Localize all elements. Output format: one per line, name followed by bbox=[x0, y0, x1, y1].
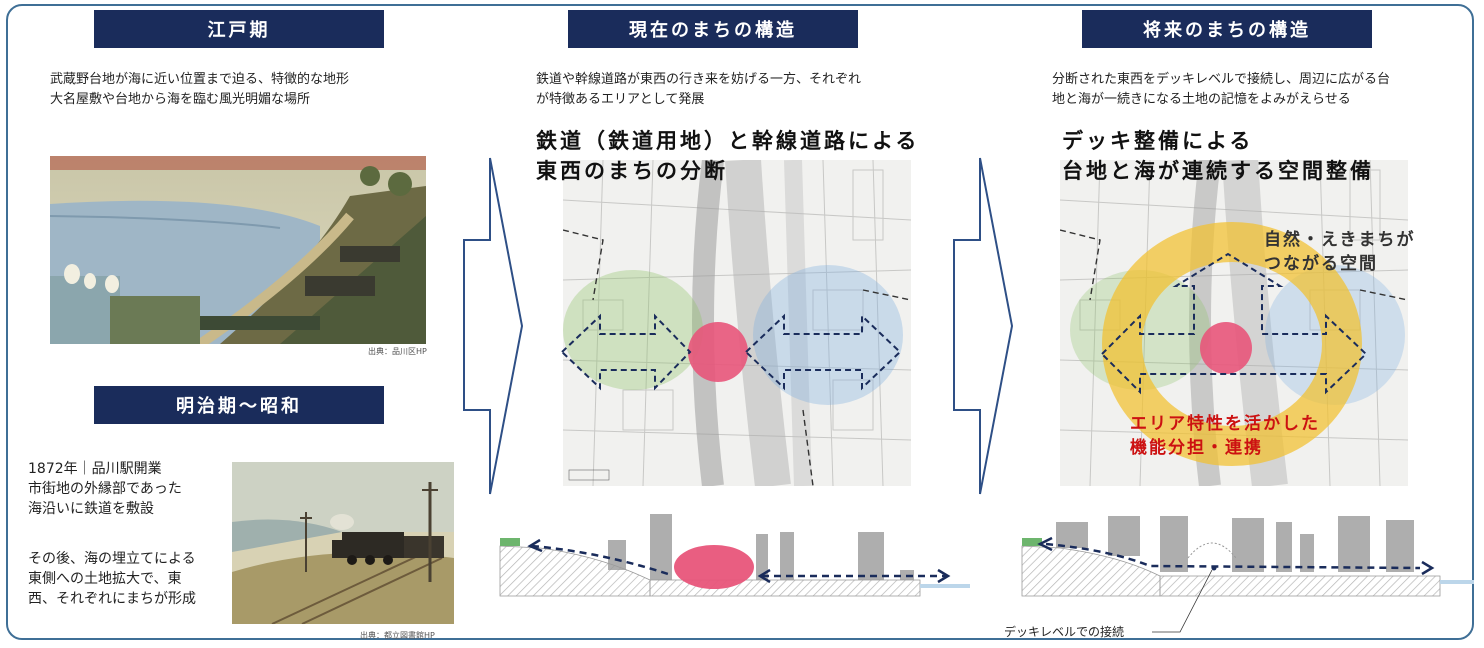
meiji-photo-credit: 出典：都立図書館HP bbox=[360, 631, 435, 640]
edo-desc-line2: 大名屋敷や台地から海を臨む風光明媚な場所 bbox=[50, 92, 311, 107]
future-desc-line1: 分断された東西をデッキレベルで接続し、周辺に広がる台 bbox=[1052, 72, 1391, 87]
meiji-line-3: 海沿いに鉄道を敷設 bbox=[28, 501, 154, 517]
deck-level-note: デッキレベルでの接続 bbox=[1004, 625, 1125, 639]
edo-image-credit: 出典：品川区HP bbox=[368, 347, 427, 356]
outer-frame bbox=[6, 4, 1474, 640]
meiji-line-5: その後、海の埋立てによる bbox=[28, 551, 196, 567]
edo-header: 江戸期 bbox=[94, 10, 384, 48]
meiji-line-6: 東側への土地拡大で、東 bbox=[28, 571, 182, 587]
current-header: 現在のまちの構造 bbox=[568, 10, 858, 48]
meiji-line-2: 市街地の外縁部であった bbox=[28, 481, 182, 497]
future-header: 将来のまちの構造 bbox=[1082, 10, 1372, 48]
meiji-train-photo bbox=[232, 462, 454, 624]
future-desc-line2: 地と海が一続きになる土地の記憶をよみがえらせる bbox=[1052, 92, 1351, 107]
current-desc-line1: 鉄道や幹線道路が東西の行き来を妨げる一方、それぞれ bbox=[536, 72, 862, 87]
future-ring-label-line2: つながる空間 bbox=[1264, 254, 1378, 274]
future-headline-line2: 台地と海が連続する空間整備 bbox=[1062, 159, 1374, 183]
current-desc-line2: が特徴あるエリアとして発展 bbox=[536, 92, 705, 107]
current-structure-map bbox=[563, 160, 911, 486]
meiji-line-1: 1872年｜品川駅開業 bbox=[28, 461, 162, 477]
edo-desc-line1: 武蔵野台地が海に近い位置まで迫る、特徴的な地形 bbox=[50, 72, 350, 87]
meiji-line-7: 西、それぞれにまちが形成 bbox=[28, 591, 196, 607]
future-center-label-line2: 機能分担・連携 bbox=[1130, 438, 1263, 458]
edo-ukiyoe-image bbox=[50, 156, 426, 344]
future-ring-label-line1: 自然・えきまちが bbox=[1264, 230, 1416, 250]
meiji-header: 明治期～昭和 bbox=[94, 386, 384, 424]
future-center-label-line1: エリア特性を活かした bbox=[1130, 414, 1320, 434]
future-headline-line1: デッキ整備による bbox=[1062, 129, 1254, 153]
current-headline-line1: 鉄道（鉄道用地）と幹線道路による bbox=[536, 129, 920, 153]
current-headline-line2: 東西のまちの分断 bbox=[536, 159, 728, 183]
